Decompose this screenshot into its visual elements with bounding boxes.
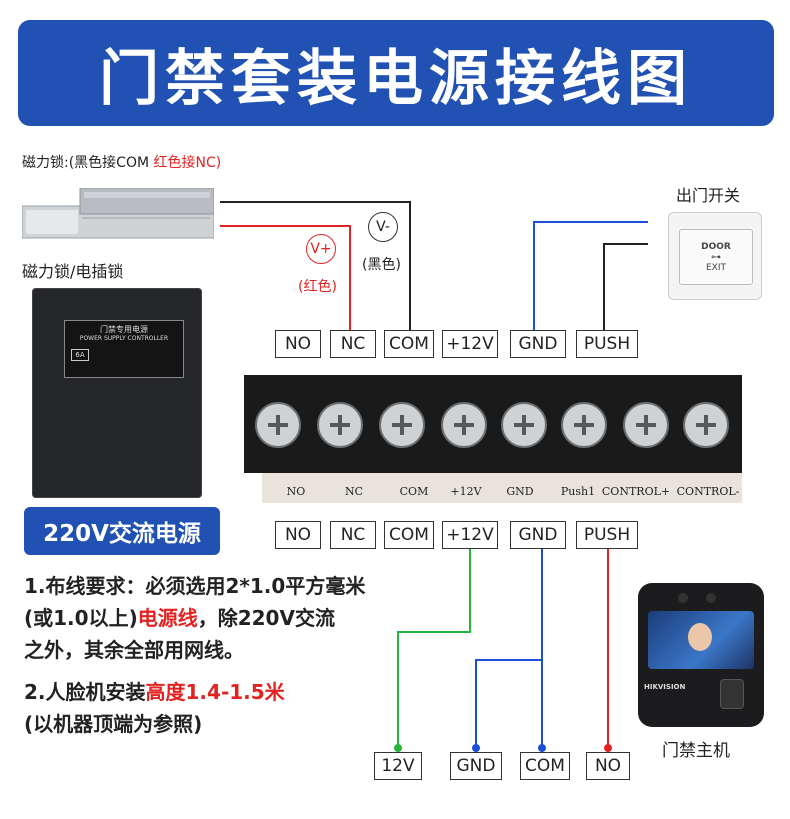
key-icon: ⊶: [711, 252, 721, 263]
exit-text: EXIT: [705, 263, 726, 273]
bottom-terminal-com: COM: [384, 521, 434, 549]
block-label-push1: Push1: [561, 485, 595, 498]
dot-red: [604, 744, 612, 752]
lock-wiring-note: 磁力锁:(黑色接COM 红色接NC): [22, 152, 221, 172]
vminus-color-label: (黑色): [362, 257, 401, 273]
bottom-terminal-no: NO: [275, 521, 321, 549]
note-2-a: (或1.0以上): [24, 606, 138, 630]
exit-switch-label: 出门开关: [676, 186, 741, 205]
lock-note-black: 磁力锁:(黑色接COM: [22, 155, 154, 171]
wiring-note-3: 之外，其余全部用网线。: [24, 638, 244, 662]
page-title: 门禁套装电源接线图: [99, 43, 693, 114]
block-label-12v: +12V: [450, 485, 482, 498]
face-recognition-terminal: HIKVISION: [638, 583, 764, 727]
top-terminal-gnd: GND: [510, 330, 566, 358]
magnetic-lock-image: [22, 188, 214, 239]
note-4-red: 高度1.4-1.5米: [145, 680, 285, 704]
wiring-note-1: 1.布线要求：必须选用2*1.0平方毫米: [24, 574, 366, 598]
host-label: 门禁主机: [662, 741, 730, 761]
exit-door-text: DOOR: [701, 242, 731, 252]
device-brand: HIKVISION: [644, 683, 686, 691]
bottom-terminal-push: PUSH: [576, 521, 638, 549]
lock-note-red: 红色接NC): [153, 155, 222, 171]
wiring-note-2: (或1.0以上)电源线，除220V交流: [24, 602, 335, 634]
wire-blue-gnd-host: [475, 659, 542, 752]
lock-label: 磁力锁/电插锁: [22, 262, 124, 281]
exit-button-face: DOOR ⊶ EXIT: [679, 229, 753, 285]
title-banner: 门禁套装电源接线图: [18, 20, 774, 126]
block-label-com: COM: [400, 485, 429, 498]
wire-red-nc: [220, 225, 351, 330]
note-2-red: 电源线: [137, 606, 198, 630]
wire-blue-gnd: [533, 221, 648, 330]
terminal-block-image: NO NC COM +12V GND Push1 CONTROL+ CONTRO…: [244, 375, 742, 503]
exit-button-image: DOOR ⊶ EXIT: [668, 212, 762, 300]
ac-power-label: 220V交流电源: [24, 507, 220, 555]
device-screen: [648, 611, 754, 669]
psu-subtitle: POWER SUPPLY CONTROLLER: [79, 335, 169, 342]
psu-title: 门禁专用电源: [100, 325, 148, 334]
block-label-no: NO: [287, 485, 306, 498]
wire-black-com: [220, 201, 411, 330]
height-reference-note: (以机器顶端为参照): [24, 712, 203, 736]
host-terminal-12v: 12V: [374, 752, 422, 780]
face-icon: [688, 623, 712, 651]
vplus-marker: V+: [306, 234, 336, 264]
dot-blue-com: [538, 744, 546, 752]
camera-icon: [678, 593, 688, 603]
top-terminal-push: PUSH: [576, 330, 638, 358]
bottom-terminal-12v: +12V: [442, 521, 498, 549]
block-label-control-minus: CONTROL-: [677, 485, 740, 498]
note-2-b: ，除220V交流: [197, 606, 335, 630]
bottom-terminal-nc: NC: [330, 521, 376, 549]
vminus-marker: V-: [368, 212, 398, 242]
top-terminal-no: NO: [275, 330, 321, 358]
note-4-a: 2.人脸机安装: [24, 680, 146, 704]
block-label-gnd: GND: [506, 485, 533, 498]
psu-badge: 6A: [71, 349, 89, 361]
wire-black-push: [603, 243, 648, 330]
block-label-nc: NC: [345, 485, 363, 498]
camera-icon-2: [706, 593, 716, 603]
host-terminal-com: COM: [520, 752, 570, 780]
height-note: 2.人脸机安装高度1.4-1.5米: [24, 676, 285, 708]
block-label-control-plus: CONTROL+: [602, 485, 670, 498]
vplus-color-label: (红色): [298, 279, 337, 295]
host-terminal-gnd: GND: [450, 752, 502, 780]
dot-blue-gnd: [472, 744, 480, 752]
wire-green-12v: [397, 549, 471, 752]
fingerprint-sensor-icon: [720, 679, 744, 709]
host-terminal-no: NO: [586, 752, 630, 780]
bottom-terminal-gnd: GND: [510, 521, 566, 549]
power-supply-nameplate: 门禁专用电源 POWER SUPPLY CONTROLLER 6A: [64, 320, 184, 378]
top-terminal-nc: NC: [330, 330, 376, 358]
dot-green: [394, 744, 402, 752]
top-terminal-com: COM: [384, 330, 434, 358]
top-terminal-12v: +12V: [442, 330, 498, 358]
